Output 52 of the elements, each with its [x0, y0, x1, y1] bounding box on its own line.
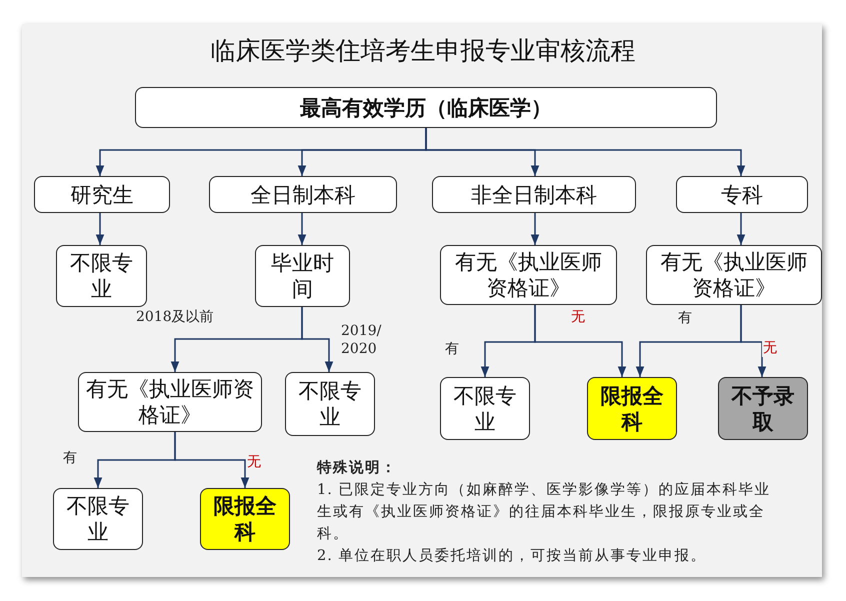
box-label: 不限专业 — [69, 250, 134, 302]
process-box — [676, 176, 808, 213]
process-box — [200, 488, 290, 550]
arrow — [174, 432, 250, 488]
arrow — [534, 305, 626, 377]
box-label: 有无《执业医师资格证》 — [85, 376, 255, 428]
process-box — [255, 245, 350, 307]
arrow — [301, 307, 334, 372]
note-heading: 特殊说明： — [317, 458, 397, 478]
process-box — [718, 377, 808, 440]
arrow — [736, 213, 746, 245]
box-label: 有无《执业医师资格证》 — [454, 249, 603, 301]
box-label: 毕业时间 — [270, 250, 335, 302]
box-label: 限报全科 — [212, 493, 278, 545]
process-box — [432, 176, 636, 213]
process-box — [34, 176, 170, 213]
process-box — [285, 372, 375, 436]
box-label: 有无《执业医师资格证》 — [660, 249, 808, 301]
process-box — [78, 372, 262, 432]
box-label: 最高有效学历（临床医学） — [300, 94, 552, 120]
box-label: 不限专业 — [298, 378, 362, 430]
box-label: 不予录取 — [730, 382, 796, 434]
box-label: 非全日制本科 — [471, 182, 597, 208]
diagram-title: 临床医学类住培考生申报专业审核流程 — [210, 35, 636, 67]
process-box — [646, 245, 822, 305]
box-label: 专科 — [721, 182, 763, 208]
box-label: 全日制本科 — [250, 182, 356, 208]
process-box — [53, 488, 143, 550]
box-label: 不限专业 — [66, 493, 130, 545]
arrow — [96, 213, 104, 245]
edge-label: 无 — [246, 453, 262, 471]
arrow — [298, 213, 306, 245]
arrow — [740, 305, 766, 377]
note-text: 1. 已限定专业方向（如麻醉学、医学影像学等）的应届本科毕业生或有《执业医师资格证》的往届本科毕业生，限报原专业或全科。 — [317, 480, 772, 544]
edge-label: 有 — [444, 340, 460, 358]
arrow — [425, 128, 746, 176]
arrow — [530, 213, 540, 245]
box-label: 限报全科 — [600, 382, 664, 434]
process-box — [587, 377, 677, 440]
edge-label: 无 — [570, 308, 586, 326]
edge-label: 有 — [677, 309, 693, 327]
edge-label: 有 — [62, 449, 78, 467]
edge-label: 2018及以前 — [135, 308, 215, 326]
process-box — [56, 245, 147, 307]
box-label: 研究生 — [70, 182, 134, 208]
process-box — [440, 245, 617, 305]
edge-label: 无 — [762, 339, 778, 357]
process-box — [135, 87, 717, 128]
box-label: 不限专业 — [452, 382, 518, 434]
process-box — [440, 377, 530, 440]
process-box — [209, 176, 397, 213]
note-text: 2. 单位在职人员委托培训的，可按当前从事专业申报。 — [317, 546, 708, 566]
